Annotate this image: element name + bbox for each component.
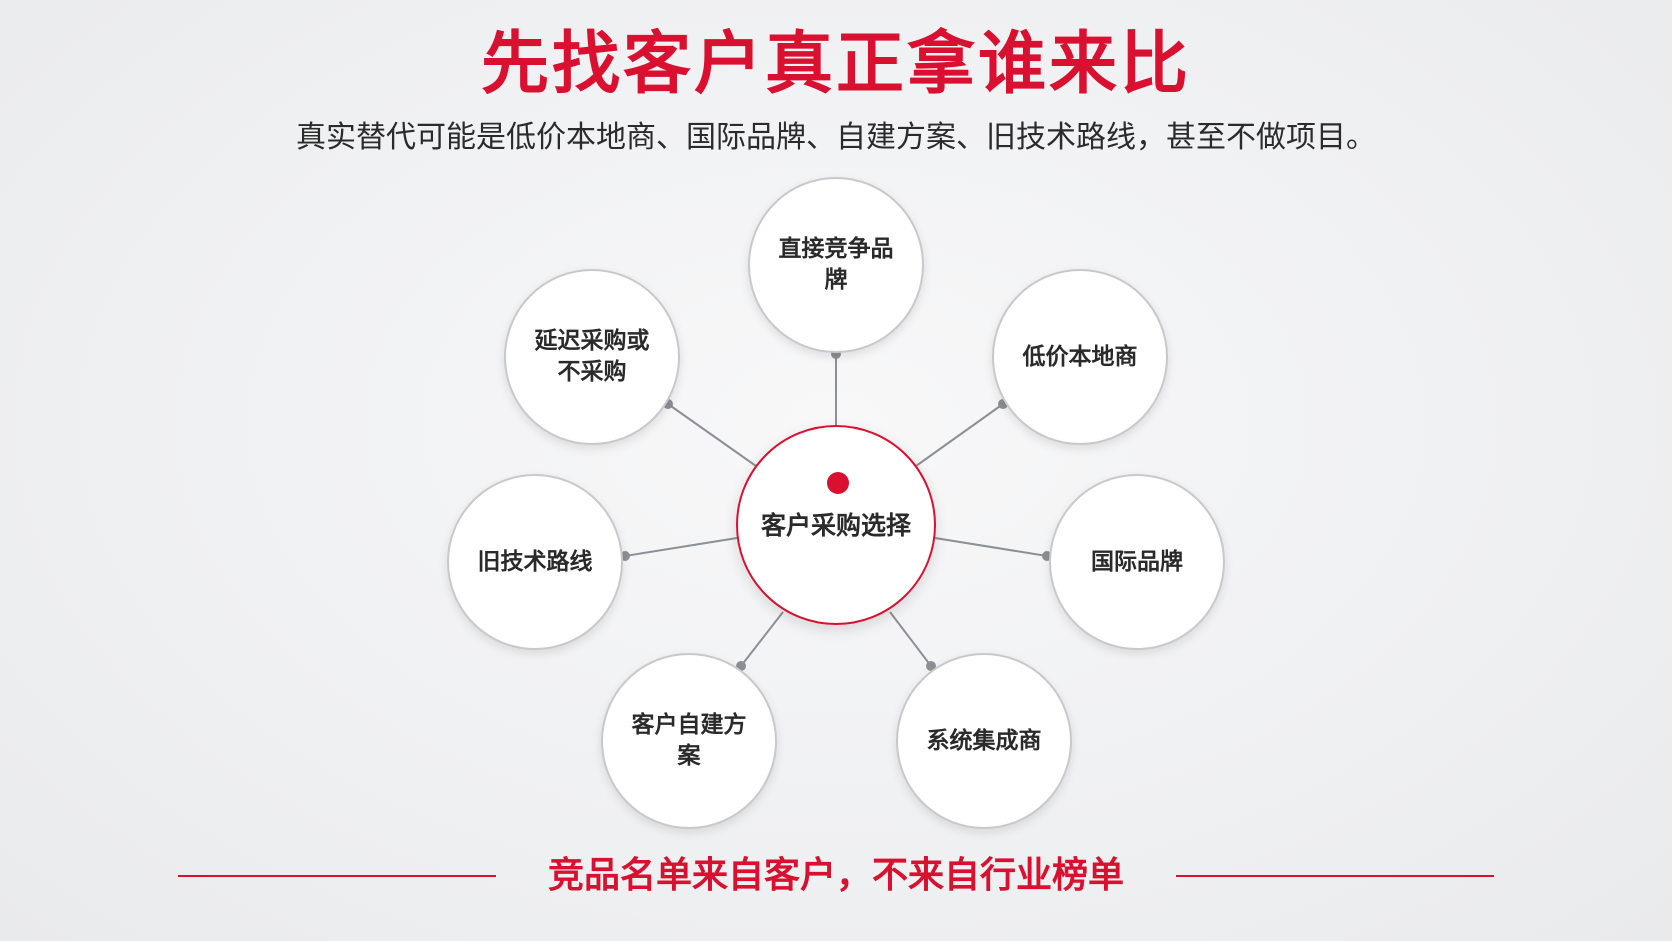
connector-legacy-tech [624,537,738,557]
node-label: 国际品牌 [1091,548,1183,575]
connector-customer-self-build [740,611,784,667]
node-label: 客户自建方案 [631,712,747,769]
node-label: 延迟采购或 不采购 [534,328,650,385]
node-label: 系统集成商 [926,727,1042,754]
node-delay-purchase: 延迟采购或 不采购 [504,269,680,445]
center-node: 客户采购选择 [736,425,936,625]
footer-divider-left [178,875,496,877]
node-international-brand: 国际品牌 [1049,474,1225,650]
footer-tagline: 竞品名单来自客户，不来自行业榜单 [547,855,1124,896]
page-title: 先找客户真正拿谁来比 [480,25,1191,104]
center-node-label: 客户采购选择 [760,511,911,540]
node-low-price-local: 低价本地商 [992,269,1168,445]
node-customer-self-build: 客户自建方案 [601,653,777,829]
connector-system-integrator [889,611,932,667]
node-label: 直接竞争品牌 [778,236,894,293]
center-dot-icon [827,472,849,494]
node-direct-competitor: 直接竞争品牌 [748,177,924,353]
page-subtitle: 真实替代可能是低价本地商、国际品牌、自建方案、旧技术路线，甚至不做项目。 [296,120,1376,155]
node-label: 低价本地商 [1022,343,1138,370]
footer-divider-right [1176,875,1494,877]
node-legacy-tech: 旧技术路线 [447,474,623,650]
node-system-integrator: 系统集成商 [896,653,1072,829]
node-label: 旧技术路线 [477,548,593,575]
connector-low-price-local [915,403,1004,467]
connector-international-brand [934,537,1048,557]
connector-delay-purchase [667,403,757,467]
